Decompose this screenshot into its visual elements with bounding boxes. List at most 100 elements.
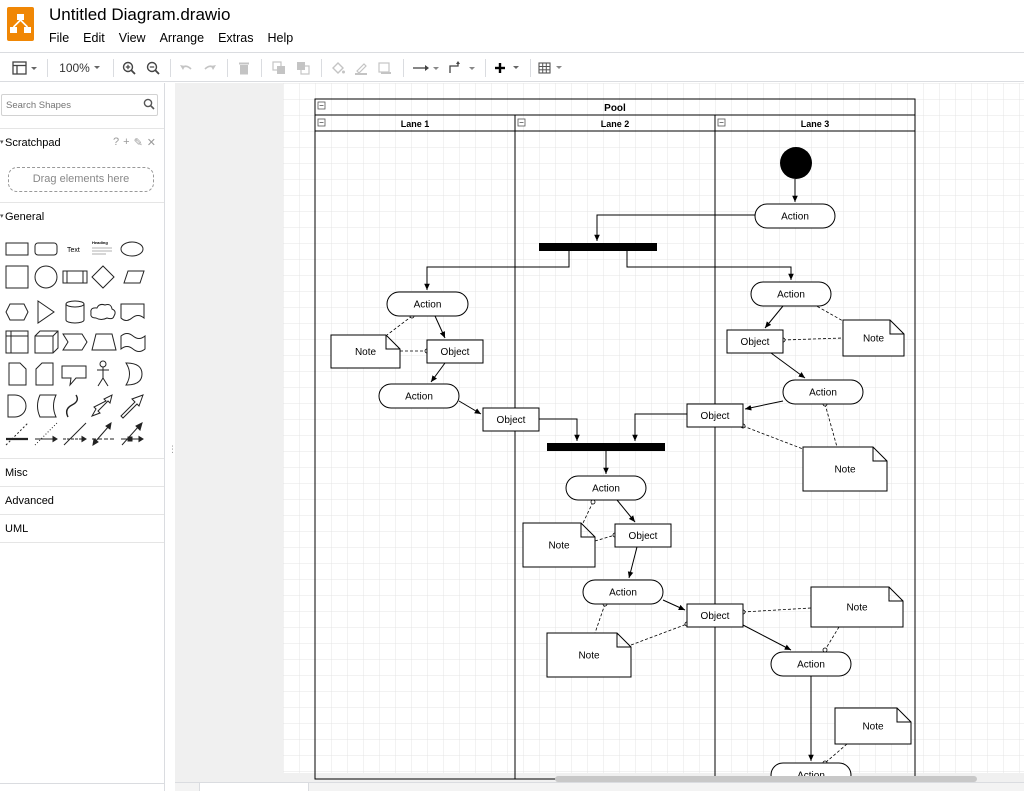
advanced-section-header[interactable]: Advanced <box>0 486 164 514</box>
shape-text[interactable]: Text <box>67 247 80 254</box>
shape-heading[interactable]: Heading <box>92 240 108 245</box>
shape-step[interactable] <box>62 333 88 351</box>
drawio-logo[interactable] <box>7 7 34 41</box>
node-note[interactable]: Note <box>330 334 401 369</box>
shape-rounded-rectangle[interactable] <box>34 242 58 256</box>
scratchpad-drop-zone[interactable]: Drag elements here <box>8 167 154 192</box>
shape-callout[interactable] <box>61 365 87 387</box>
shape-note[interactable] <box>8 362 27 386</box>
connector-arrow[interactable] <box>35 435 58 443</box>
diagram-canvas[interactable]: Pool Lane 1 Lane 2 Lane 3 <box>175 83 1024 791</box>
node-note[interactable]: Note <box>842 319 905 357</box>
menu-file[interactable]: File <box>49 31 70 45</box>
shape-delay[interactable] <box>7 394 27 418</box>
delete-button[interactable] <box>236 57 252 79</box>
menu-help[interactable]: Help <box>267 31 294 45</box>
general-section-header[interactable]: ▾ General <box>0 202 164 230</box>
edit-icon[interactable]: ✎ <box>133 137 143 149</box>
shape-square[interactable] <box>5 265 29 289</box>
line-color-button[interactable] <box>352 57 370 79</box>
shape-bidirectional-connector[interactable] <box>92 422 112 446</box>
format-panel-button[interactable] <box>8 57 40 79</box>
shape-dashed-line[interactable] <box>5 422 29 446</box>
help-icon[interactable]: ? <box>113 136 120 148</box>
node-action[interactable]: Action <box>770 651 852 677</box>
node-action[interactable]: Action <box>378 383 460 409</box>
node-start[interactable] <box>780 147 812 179</box>
shadow-button[interactable] <box>376 57 394 79</box>
node-action[interactable]: Action <box>750 281 832 307</box>
undo-button[interactable] <box>178 57 194 79</box>
search-input[interactable] <box>6 98 138 112</box>
flow-edges[interactable] <box>424 179 814 761</box>
shape-tape[interactable] <box>120 333 146 352</box>
misc-section-header[interactable]: Misc <box>0 458 164 486</box>
menu-edit[interactable]: Edit <box>83 31 105 45</box>
node-note[interactable]: Note <box>802 446 888 492</box>
to-back-button[interactable] <box>294 57 312 79</box>
menu-arrange[interactable]: Arrange <box>159 31 205 45</box>
node-object[interactable]: Object <box>726 329 784 354</box>
shape-card[interactable] <box>35 362 54 386</box>
node-note[interactable]: Note <box>546 632 632 678</box>
shape-trapezoid[interactable] <box>91 333 117 351</box>
to-front-button[interactable] <box>270 57 288 79</box>
search-icon[interactable] <box>143 98 155 110</box>
node-object[interactable]: Object <box>426 339 484 364</box>
node-action[interactable]: Action <box>782 379 864 405</box>
zoom-in-button[interactable] <box>120 57 138 79</box>
fill-color-button[interactable] <box>329 57 347 79</box>
node-object[interactable]: Object <box>482 407 540 432</box>
shape-triangle[interactable] <box>37 300 55 324</box>
node-object[interactable]: Object <box>686 603 744 628</box>
menu-view[interactable]: View <box>118 31 146 45</box>
node-action[interactable]: Action <box>565 475 647 501</box>
shape-rectangle[interactable] <box>5 242 29 256</box>
node-bar[interactable] <box>547 443 665 451</box>
collapse-icons[interactable] <box>317 101 726 127</box>
shape-line[interactable] <box>63 422 87 446</box>
shape-directional-connector[interactable] <box>121 422 143 446</box>
node-note[interactable]: Note <box>834 707 912 745</box>
document-title[interactable]: Untitled Diagram.drawio <box>49 5 231 24</box>
table-button[interactable] <box>537 57 565 79</box>
node-note[interactable]: Note <box>810 586 904 628</box>
horizontal-scrollbar[interactable] <box>555 776 977 782</box>
redo-button[interactable] <box>202 57 218 79</box>
shape-parallelogram[interactable] <box>123 270 145 284</box>
shape-cylinder[interactable] <box>65 300 85 324</box>
zoom-dropdown[interactable]: 100% <box>56 57 104 79</box>
shape-arrow[interactable] <box>120 394 144 419</box>
close-icon[interactable]: ✕ <box>146 137 156 149</box>
connection-style-button[interactable] <box>411 57 441 79</box>
node-note[interactable]: Note <box>522 522 596 568</box>
node-action[interactable]: Action <box>754 203 836 229</box>
shape-cloud[interactable] <box>90 303 116 320</box>
shape-document[interactable] <box>120 303 145 321</box>
shape-ellipse[interactable] <box>120 241 144 257</box>
shape-diamond[interactable] <box>91 265 115 289</box>
waypoints-button[interactable] <box>447 57 477 79</box>
sidebar-splitter[interactable] <box>166 83 175 791</box>
shape-bidirectional-arrow[interactable] <box>90 394 113 417</box>
node-action[interactable]: Action <box>582 579 664 605</box>
splitter-grip-icon[interactable]: ⋮ <box>168 444 177 454</box>
shape-curve[interactable] <box>65 394 79 418</box>
insert-button[interactable] <box>492 57 522 79</box>
shape-data-storage[interactable] <box>37 394 57 418</box>
node-action[interactable]: Action <box>386 291 469 317</box>
shape-circle[interactable] <box>34 265 58 289</box>
add-icon[interactable]: + <box>123 136 130 148</box>
connector-dashed-arrow[interactable] <box>63 435 87 443</box>
shape-dotted-line[interactable] <box>34 422 58 446</box>
node-bar[interactable] <box>539 243 657 251</box>
scratchpad-section-header[interactable]: ▾ Scratchpad ? + ✎ ✕ <box>0 128 164 156</box>
node-object[interactable]: Object <box>614 523 672 548</box>
diagram-page[interactable]: Pool Lane 1 Lane 2 Lane 3 <box>175 83 1024 791</box>
page-tab[interactable] <box>199 783 309 791</box>
shape-or[interactable] <box>125 362 143 386</box>
node-object[interactable]: Object <box>686 403 744 428</box>
shape-process[interactable] <box>62 270 88 284</box>
shape-internal-storage[interactable] <box>5 330 29 354</box>
